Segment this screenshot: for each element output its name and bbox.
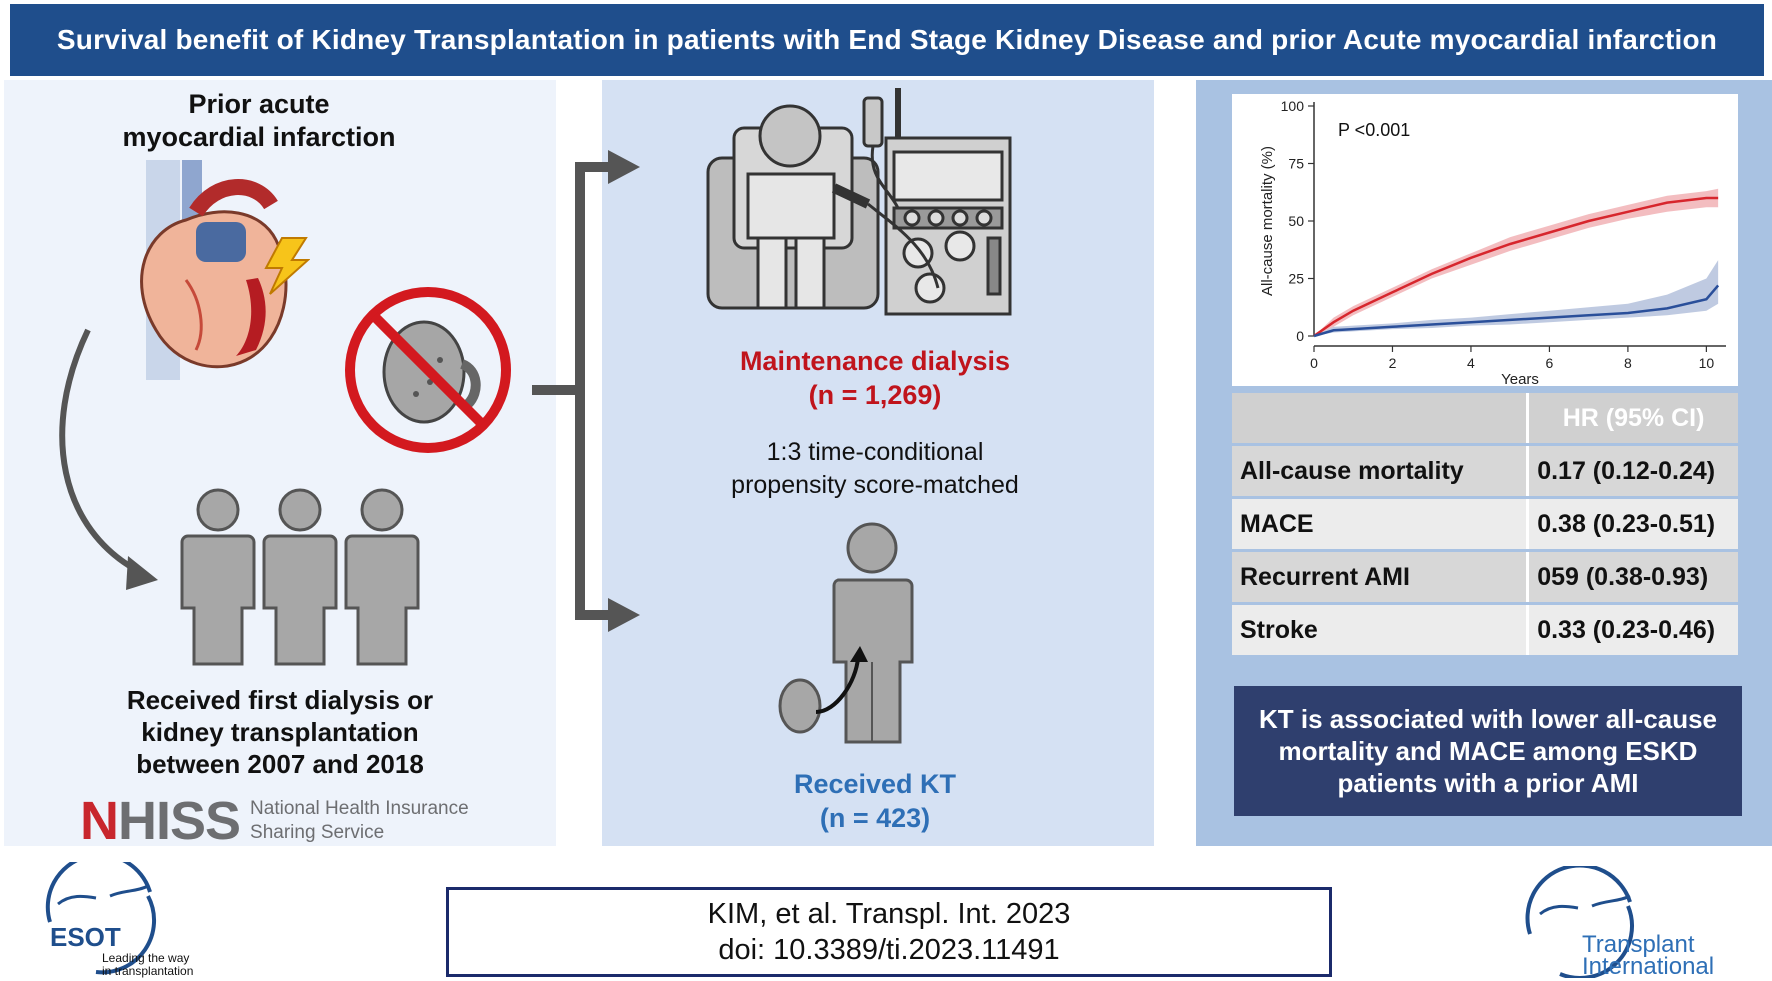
series-line-1 (1313, 284, 1720, 338)
hr-cell: 0.33 (0.23-0.46) (1529, 605, 1738, 655)
table-row: Recurrent AMI 059 (0.38-0.93) (1232, 552, 1738, 602)
esot-tagline1: Leading the way (102, 951, 189, 965)
matching-line2: propensity score-matched (731, 471, 1019, 499)
cohort-line3: between 2007 and 2018 (136, 749, 424, 779)
table-header-row: HR (95% CI) (1232, 393, 1738, 443)
matching-line1: 1:3 time-conditional (766, 438, 984, 466)
banner-title: Survival benefit of Kidney Transplantati… (56, 24, 1718, 55)
outcome-cell: All-cause mortality (1232, 446, 1530, 496)
arrow-head-lower (608, 598, 640, 632)
kt-title: Received KT (793, 769, 957, 799)
hr-cell: 0.38 (0.23-0.51) (1529, 499, 1738, 549)
x-tick-label: 4 (1467, 355, 1475, 371)
matching-label: 1:3 time-conditional propensity score-ma… (640, 436, 1110, 502)
dialysis-illustration (706, 88, 1012, 316)
x-tick-label: 8 (1624, 355, 1632, 371)
dialysis-count: (n = 1,269) (808, 380, 942, 410)
ti-line2: International (1582, 953, 1714, 978)
left-panel (4, 80, 556, 846)
series-ci-band-1 (1314, 260, 1719, 336)
dialysis-title: Maintenance dialysis (739, 346, 1011, 376)
nhiss-logo-rest: HISS (118, 791, 241, 851)
citation-box: KIM, et al. Transpl. Int. 2023 doi: 10.3… (446, 887, 1332, 977)
hr-cell: 059 (0.38-0.93) (1529, 552, 1738, 602)
p-value-annotation: P <0.001 (1338, 120, 1410, 140)
conclusion-line1: KT is associated with lower all-cause (1258, 704, 1718, 734)
conclusion-line2: mortality and MACE among ESKD (1278, 736, 1698, 766)
nhiss-logo-n: N (80, 791, 119, 851)
series-line-0 (1313, 196, 1719, 338)
hazard-ratio-table: HR (95% CI) All-cause mortality 0.17 (0.… (1232, 390, 1738, 658)
table-row: Stroke 0.33 (0.23-0.46) (1232, 605, 1738, 655)
y-tick-label: 50 (1288, 213, 1304, 229)
title-banner: Survival benefit of Kidney Transplantati… (10, 4, 1764, 76)
conclusion-line3: patients with a prior AMI (1337, 768, 1639, 798)
ti-line1: Transplant (1582, 931, 1695, 958)
people-group-icon (180, 488, 420, 666)
x-tick-label: 6 (1546, 355, 1554, 371)
cohort-line2: kidney transplantation (141, 717, 419, 747)
esot-name: ESOT (50, 922, 121, 952)
kt-recipient-icon (778, 522, 914, 744)
condition-line1: Prior acute (188, 89, 330, 119)
cohort-line1: Received first dialysis or (126, 685, 434, 715)
y-tick-label: 0 (1296, 328, 1304, 344)
nhiss-logo-mark: NHISS (80, 794, 241, 848)
dialysis-group-label: Maintenance dialysis (n = 1,269) (640, 344, 1110, 412)
y-tick-label: 25 (1288, 271, 1304, 287)
nhiss-full-name: National Health Insurance Sharing Servic… (250, 797, 469, 845)
no-kidney-icon (345, 287, 511, 453)
x-tick-label: 10 (1699, 355, 1715, 371)
nhiss-logo: NHISS National Health Insurance Sharing … (80, 794, 520, 848)
y-axis-label: All-cause mortality (%) (1259, 146, 1276, 296)
cohort-description: Received first dialysis or kidney transp… (70, 684, 490, 780)
y-tick-label: 75 (1288, 156, 1304, 172)
y-tick-label: 100 (1281, 98, 1305, 114)
arrow-head-upper (608, 150, 640, 184)
table-row: MACE 0.38 (0.23-0.51) (1232, 499, 1738, 549)
table-header-outcome (1232, 393, 1530, 443)
x-tick-label: 2 (1389, 355, 1397, 371)
table-row: All-cause mortality 0.17 (0.12-0.24) (1232, 446, 1738, 496)
table-header-hr: HR (95% CI) (1529, 393, 1738, 443)
lightning-icon (264, 237, 310, 295)
kt-count: (n = 423) (819, 803, 931, 833)
outcome-cell: Recurrent AMI (1232, 552, 1530, 602)
outcome-cell: MACE (1232, 499, 1530, 549)
series-ci-band-0 (1314, 188, 1719, 336)
citation-line2: doi: 10.3389/ti.2023.11491 (718, 934, 1060, 966)
esot-logo: ESOT Leading the way in transplantation (45, 862, 193, 978)
heart-icon (140, 160, 288, 380)
esot-tagline2: in transplantation (102, 964, 193, 978)
condition-label: Prior acute myocardial infarction (94, 88, 424, 154)
outcome-cell: Stroke (1232, 605, 1530, 655)
conclusion-box: KT is associated with lower all-cause mo… (1234, 686, 1742, 816)
x-tick-label: 0 (1310, 355, 1318, 371)
curved-arrow (59, 328, 142, 575)
hr-cell: 0.17 (0.12-0.24) (1529, 446, 1738, 496)
citation-line1: KIM, et al. Transpl. Int. 2023 (707, 898, 1071, 930)
nhiss-name-line2: Sharing Service (250, 822, 385, 843)
x-axis-label: Years (1501, 371, 1539, 386)
curved-arrow-head (126, 556, 158, 590)
nhiss-name-line1: National Health Insurance (250, 798, 469, 819)
condition-line2: myocardial infarction (122, 122, 396, 152)
kt-group-label: Received KT (n = 423) (640, 767, 1110, 835)
transplant-international-logo: Transplant International (1525, 866, 1714, 978)
